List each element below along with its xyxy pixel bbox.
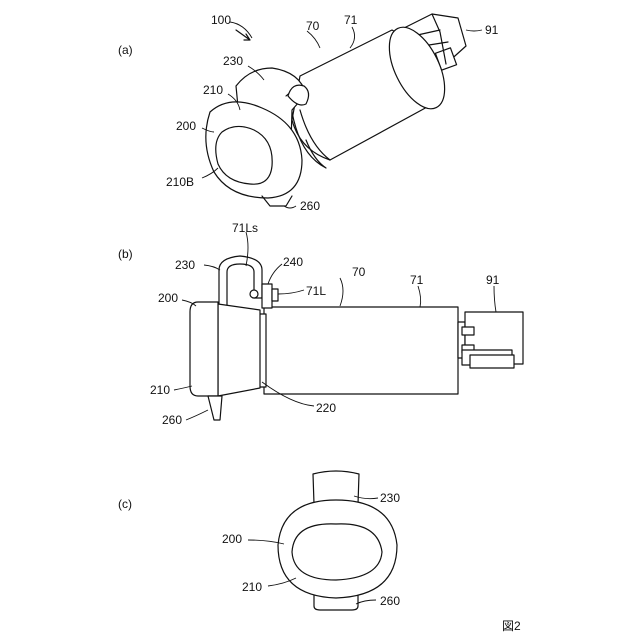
ref-71L: 71L: [306, 284, 326, 298]
ref-240b: 240: [283, 255, 303, 269]
front-face-210: [292, 524, 382, 580]
ref-230c: 230: [380, 491, 400, 505]
ref-230a: 230: [223, 54, 243, 68]
panel-c: (c) 230 200 210 260: [118, 471, 400, 610]
side-cap-220: [218, 304, 260, 396]
ref-260c: 260: [380, 594, 400, 608]
ref-260a: 260: [300, 199, 320, 213]
ref-71a: 71: [344, 13, 358, 27]
panel-b-label: (b): [118, 247, 133, 261]
ref-210Ba: 210B: [166, 175, 194, 189]
ref-220b: 220: [316, 401, 336, 415]
ref-91b: 91: [486, 273, 500, 287]
panel-c-label: (c): [118, 497, 132, 511]
ref-70b: 70: [352, 265, 366, 279]
side-body-71: [264, 307, 458, 394]
side-connector-91: [458, 312, 523, 368]
ref-260b: 260: [162, 413, 182, 427]
ref-200c: 200: [222, 532, 242, 546]
panel-b: (b) 71Ls: [118, 221, 523, 427]
ref-100: 100: [211, 13, 231, 27]
side-pin: [250, 290, 258, 298]
panel-a-label: (a): [118, 43, 133, 57]
ref-230b: 230: [175, 258, 195, 272]
ref-210a: 210: [203, 83, 223, 97]
panel-a: (a): [118, 13, 499, 213]
side-lug-71L: [272, 289, 278, 301]
ref-71b: 71: [410, 273, 424, 287]
ref-71Ls: 71Ls: [232, 221, 258, 235]
ref-200b: 200: [158, 291, 178, 305]
side-bracket-240: [262, 284, 272, 308]
ref-200a: 200: [176, 119, 196, 133]
ref-210c: 210: [242, 580, 262, 594]
ref-210b: 210: [150, 383, 170, 397]
figure-caption: 図2: [502, 619, 521, 633]
side-cap-210: [190, 302, 218, 396]
side-strap-230: [219, 256, 262, 308]
ref-70a: 70: [306, 19, 320, 33]
front-strap-230: [313, 471, 359, 504]
side-tab-260: [208, 396, 222, 420]
ref-91a: 91: [485, 23, 499, 37]
